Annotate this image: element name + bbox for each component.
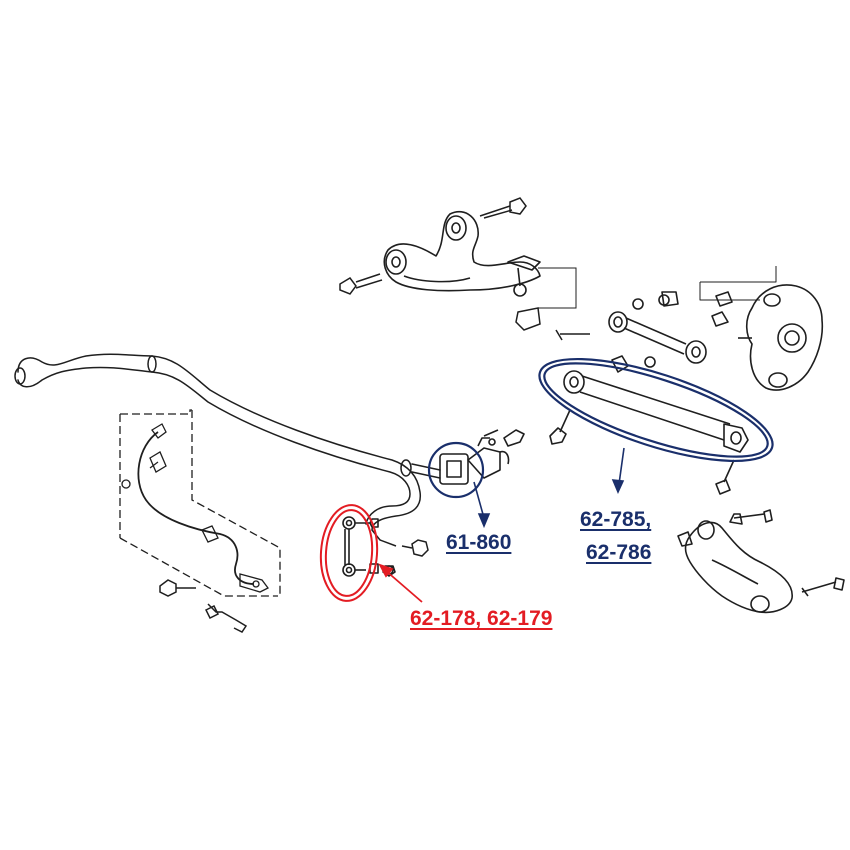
stabilizer-bushing <box>439 429 525 485</box>
part-label-stab-link[interactable]: 62-178, 62-179 <box>410 607 553 630</box>
highlight-stab-link-ellipse <box>319 504 379 602</box>
lateral-arm <box>549 370 749 495</box>
leader-arrow-lateral-arm <box>611 447 625 495</box>
part-label-lateral-arm-2[interactable]: 62-786 <box>586 541 652 564</box>
upper-control-arm <box>383 211 541 297</box>
part-label-bushing[interactable]: 61-860 <box>446 531 512 554</box>
stabilizer-bar <box>14 353 441 531</box>
trailing-arm <box>677 509 845 614</box>
highlight-bushing-circle <box>427 441 485 499</box>
part-label-lateral-arm-1[interactable]: 62-785, <box>580 508 652 531</box>
rear-knuckle <box>699 266 824 391</box>
harness-bolts <box>159 579 248 633</box>
upper-arm-bolts <box>339 197 590 341</box>
abs-sensor-harness <box>119 409 281 597</box>
leader-arrow-stab-link <box>378 563 423 603</box>
highlight-lateral-arm-ellipse <box>538 357 774 463</box>
upper-link <box>608 291 707 373</box>
leader-arrow-bushing <box>473 481 491 529</box>
